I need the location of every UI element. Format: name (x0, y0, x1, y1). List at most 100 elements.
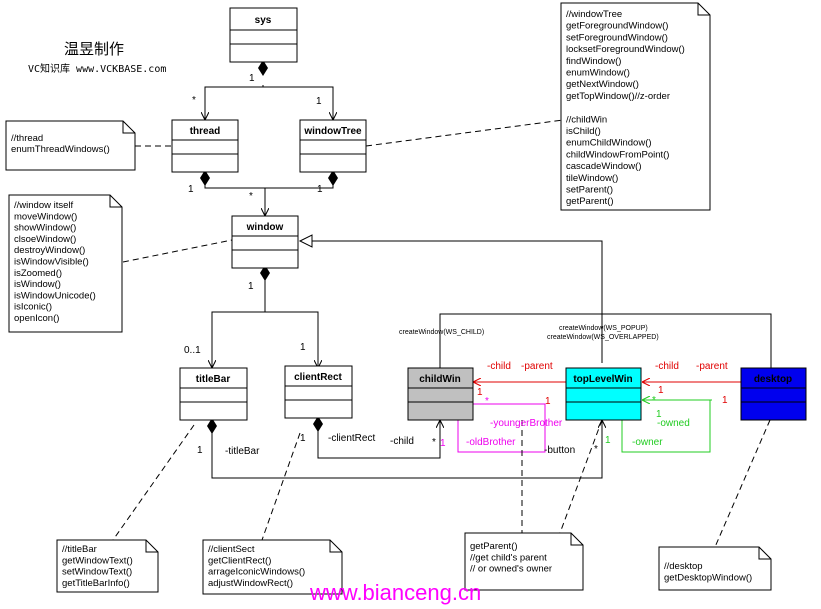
mult: 1 (317, 184, 323, 195)
label-child-2: -child (655, 361, 679, 372)
class-name-window: window (246, 222, 284, 233)
note-line: arrageIconicWindows() (208, 567, 305, 578)
mult: 1 (477, 387, 483, 398)
note-connectors (112, 119, 771, 548)
note-line: getDesktopWindow() (664, 572, 752, 583)
note-line (566, 103, 569, 114)
note-line: getForegroundWindow() (566, 21, 668, 32)
generalization-arrow (298, 234, 313, 248)
note-line: setWindowText() (62, 567, 132, 578)
site-caption: VC知识库 www.VCKBASE.com (28, 62, 166, 75)
class-name-windowTree: windowTree (303, 126, 362, 137)
class-sys[interactable]: sys (229, 7, 298, 63)
note-line: //desktop (664, 561, 703, 572)
label-oldBrother: -oldBrother (466, 437, 516, 448)
class-name-clientRect: clientRect (294, 372, 342, 383)
mult: * (432, 437, 436, 448)
note-line: //get child's parent (470, 552, 547, 563)
class-windowTree[interactable]: windowTree (299, 119, 367, 173)
note-line: //thread (11, 133, 43, 144)
note-line: getParent() (566, 196, 614, 207)
class-desktop[interactable]: desktop (740, 367, 807, 421)
mult: 1 (197, 445, 203, 456)
label-clientRect-role: -clientRect (328, 433, 375, 444)
label-youngerBrother: -youngerBrother (490, 418, 563, 429)
note-line: isChild() (566, 126, 601, 137)
label-titleBar-role: -titleBar (225, 446, 260, 457)
class-childWin[interactable]: childWin (407, 367, 474, 421)
class-clientRect[interactable]: clientRect (284, 365, 353, 419)
association-lines (205, 85, 772, 479)
label-create-overlapped: createWindow(WS_OVERLAPPED) (547, 334, 659, 341)
mult: 1 (605, 435, 611, 446)
label-create-child: createWindow(WS_CHILD) (399, 329, 484, 336)
class-thread[interactable]: thread (171, 119, 239, 173)
mult: 0..1 (184, 345, 201, 356)
mult: 1 (249, 73, 255, 84)
note-line: clsoeWindow() (14, 234, 76, 245)
class-name-childWin: childWin (419, 374, 461, 385)
mult: * (652, 395, 656, 406)
class-name-titleBar: titleBar (196, 374, 231, 385)
mult: 1 (300, 342, 306, 353)
note-line: adjustWindowRect() (208, 578, 293, 589)
class-titleBar[interactable]: titleBar (179, 367, 248, 421)
note-line: locksetForegroundWindow() (566, 44, 685, 55)
label-button: -button (544, 445, 575, 456)
note-line: enumChildWindow() (566, 138, 652, 149)
class-name-desktop: desktop (754, 374, 792, 385)
label-owner: -owner (632, 437, 663, 448)
note-line: getTitleBarInfo() (62, 578, 130, 589)
note-line: showWindow() (14, 223, 76, 234)
note-line: isZoomed() (14, 268, 62, 279)
class-window[interactable]: window (231, 215, 299, 269)
note-line: enumWindow() (566, 68, 630, 79)
author-title: 温昱制作 (64, 40, 124, 58)
svg-text:getParent()//get child's paren: getParent()//get child's parent// or own… (470, 541, 552, 575)
note-line: moveWindow() (14, 211, 77, 222)
class-name-sys: sys (255, 15, 272, 26)
note-line: getTopWindow()//z-order (566, 91, 670, 102)
note-line: setForegroundWindow() (566, 32, 668, 43)
note-line: isWindow() (14, 279, 61, 290)
note-line: openIcon() (14, 313, 59, 324)
note-line: //childWin (566, 114, 607, 125)
note-line: isIconic() (14, 302, 52, 313)
label-owned: -owned (657, 418, 690, 429)
note-line: //clientSect (208, 544, 255, 555)
mult: * (249, 191, 253, 202)
mult: * (485, 396, 489, 407)
mult: 1 (188, 184, 194, 195)
label-create-popup: createWindow(WS_POPUP) (559, 325, 648, 332)
mult: 1 (440, 438, 446, 449)
note-line: isWindowUnicode() (14, 290, 96, 301)
class-topLevelWin[interactable]: topLevelWin (565, 367, 642, 421)
note-line: // or owned's owner (470, 564, 552, 575)
note-line: getParent() (470, 541, 518, 552)
composition-diamonds (200, 60, 338, 434)
note-line: //titleBar (62, 544, 97, 555)
mult: 1 (656, 409, 662, 420)
note-parent: getParent()//get child's parent// or own… (464, 532, 584, 591)
note-line: cascadeWindow() (566, 161, 642, 172)
class-name-thread: thread (190, 126, 221, 137)
mult: * (192, 95, 196, 106)
note-line: getClientRect() (208, 555, 271, 566)
note-line: childWindowFromPoint() (566, 149, 669, 160)
mult: * (594, 444, 598, 455)
mult: 1 (722, 395, 728, 406)
class-name-topLevelWin: topLevelWin (573, 374, 632, 385)
note-line: destroyWindow() (14, 245, 85, 256)
note-line: tileWindow() (566, 173, 618, 184)
